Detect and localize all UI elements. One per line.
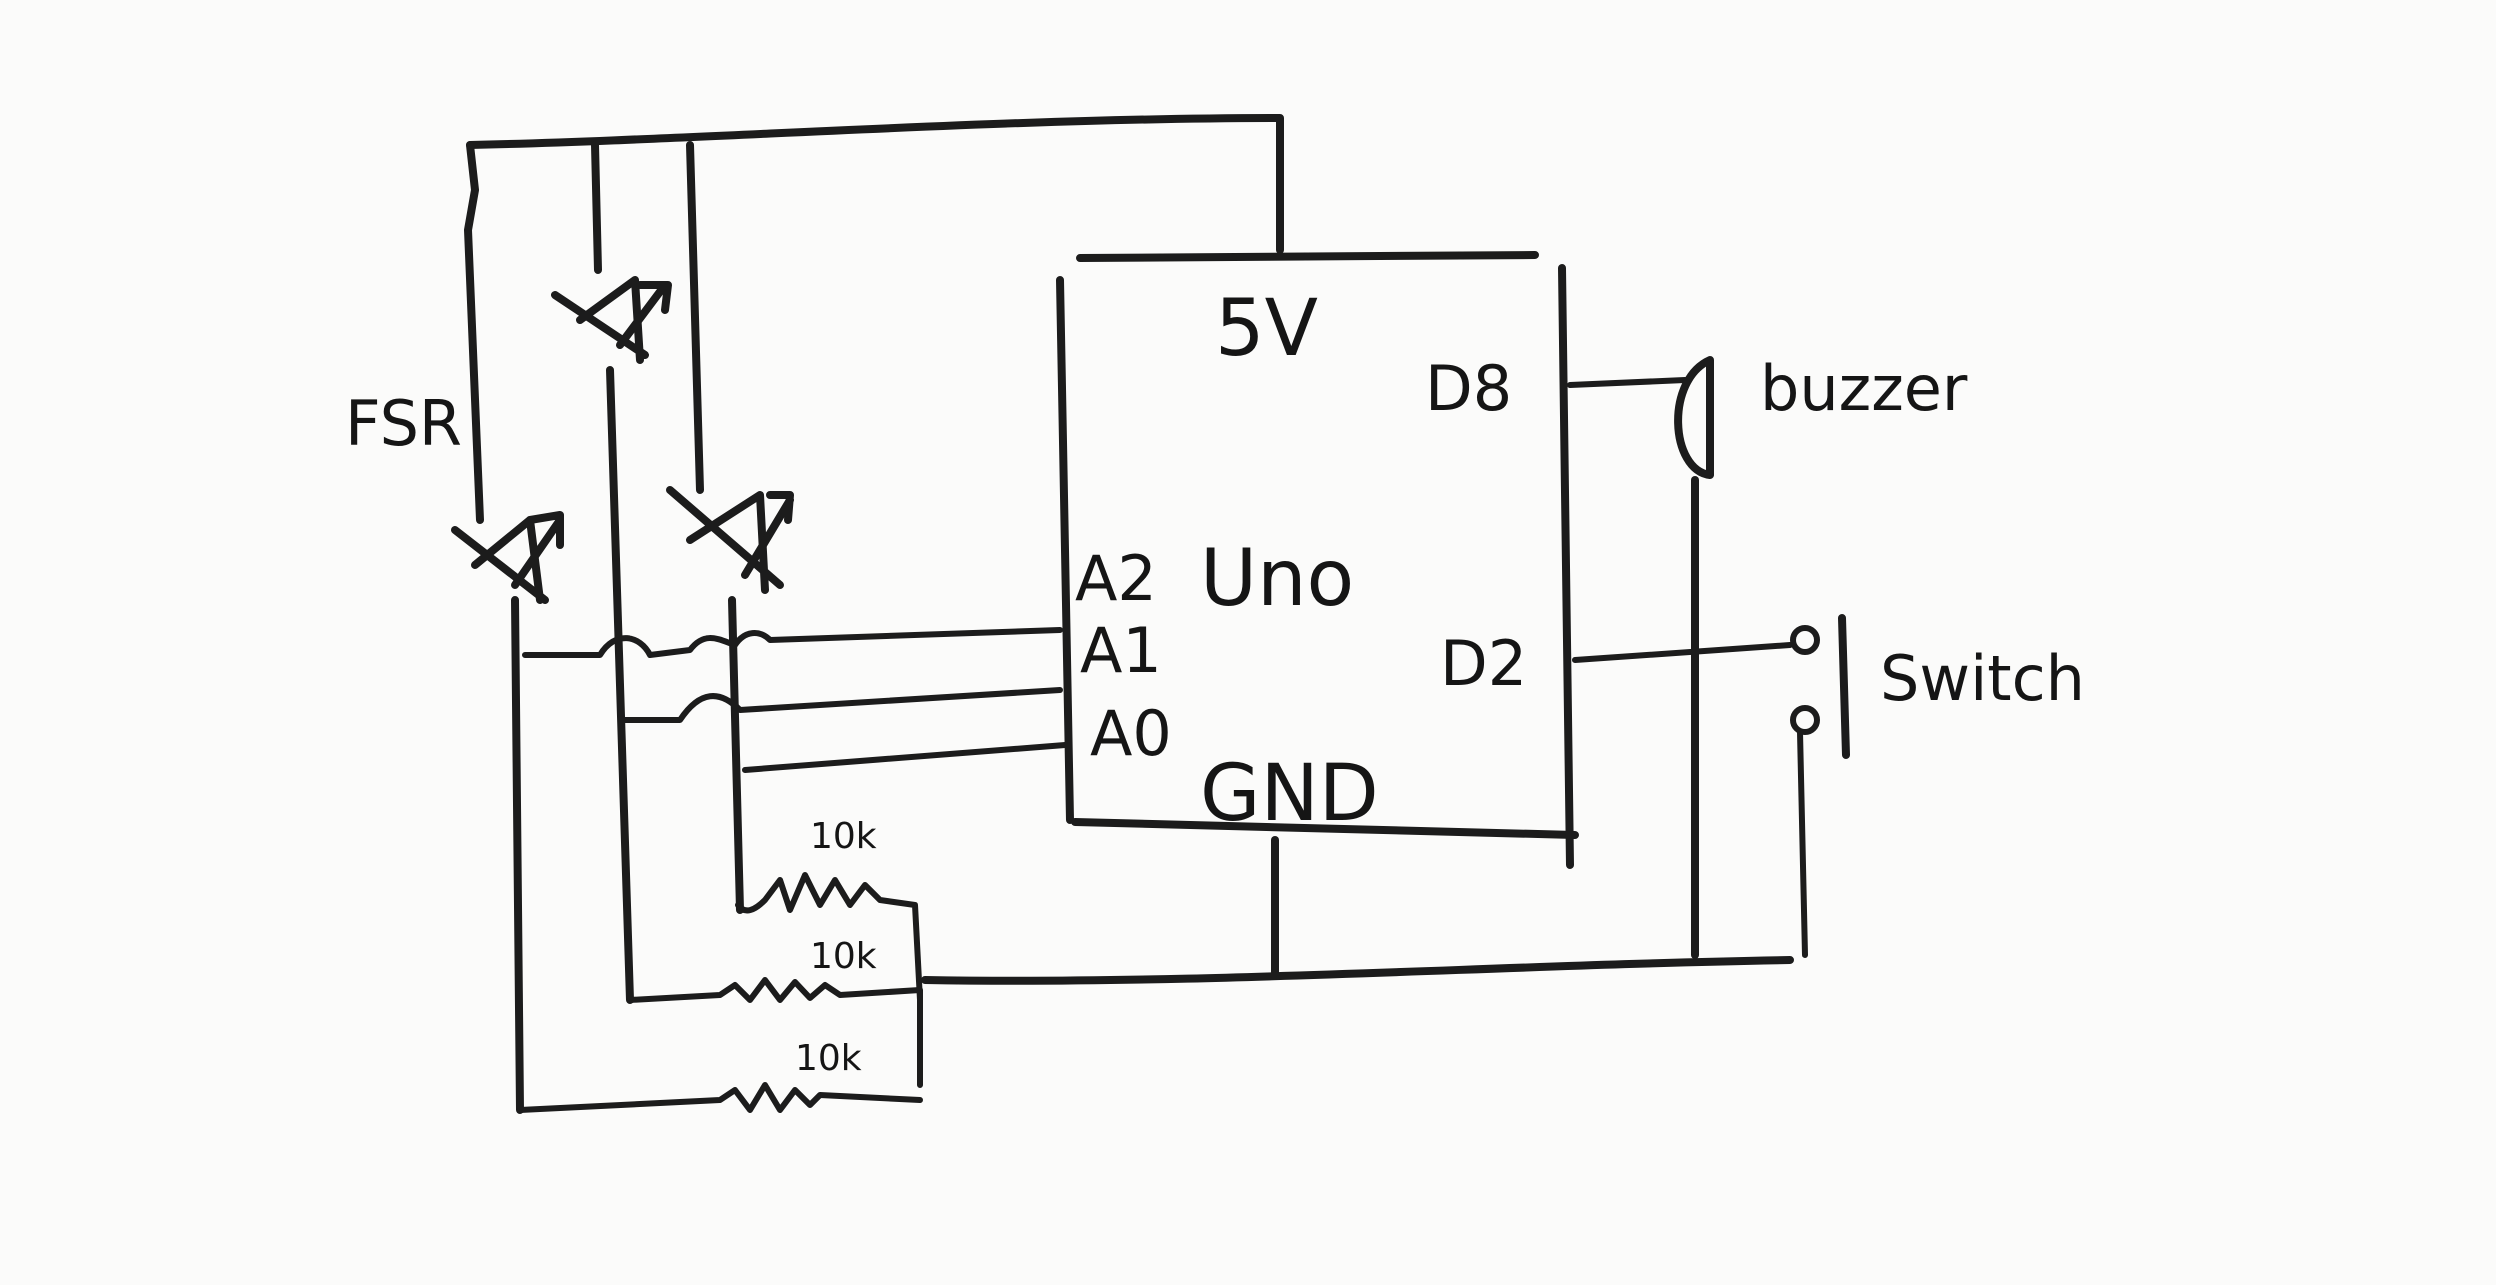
analog-wires [522, 627, 1068, 773]
switch-label: Switch [1880, 642, 2085, 715]
ground-rail [921, 836, 1794, 985]
fsr-label: FSR [345, 387, 462, 460]
resistor-2 [627, 977, 923, 1088]
board-name-label: Uno [1200, 534, 1354, 624]
pin-label-5v: 5V [1215, 284, 1318, 374]
uno-board [1056, 251, 1579, 869]
fsr-right [666, 141, 794, 914]
pin-label-gnd: GND [1200, 749, 1379, 839]
resistor-1-label: 10k [810, 816, 877, 857]
resistor-3 [517, 1082, 923, 1113]
resistor-1 [735, 872, 923, 1003]
buzzer-label: buzzer [1760, 352, 1968, 425]
buzzer-symbol [1567, 356, 1714, 959]
pin-label-a2: A2 [1075, 542, 1157, 615]
fsr-middle [551, 141, 672, 1004]
fsr-left [451, 141, 564, 1114]
pin-label-a1: A1 [1080, 614, 1162, 687]
switch-symbol [1572, 614, 1850, 958]
resistor-3-label: 10k [795, 1038, 862, 1079]
five-volt-rail [466, 114, 1284, 254]
resistor-2-label: 10k [810, 936, 877, 977]
pin-label-a0: A0 [1090, 697, 1172, 770]
pin-label-d8: D8 [1425, 352, 1512, 425]
pin-label-d2: D2 [1440, 627, 1527, 700]
